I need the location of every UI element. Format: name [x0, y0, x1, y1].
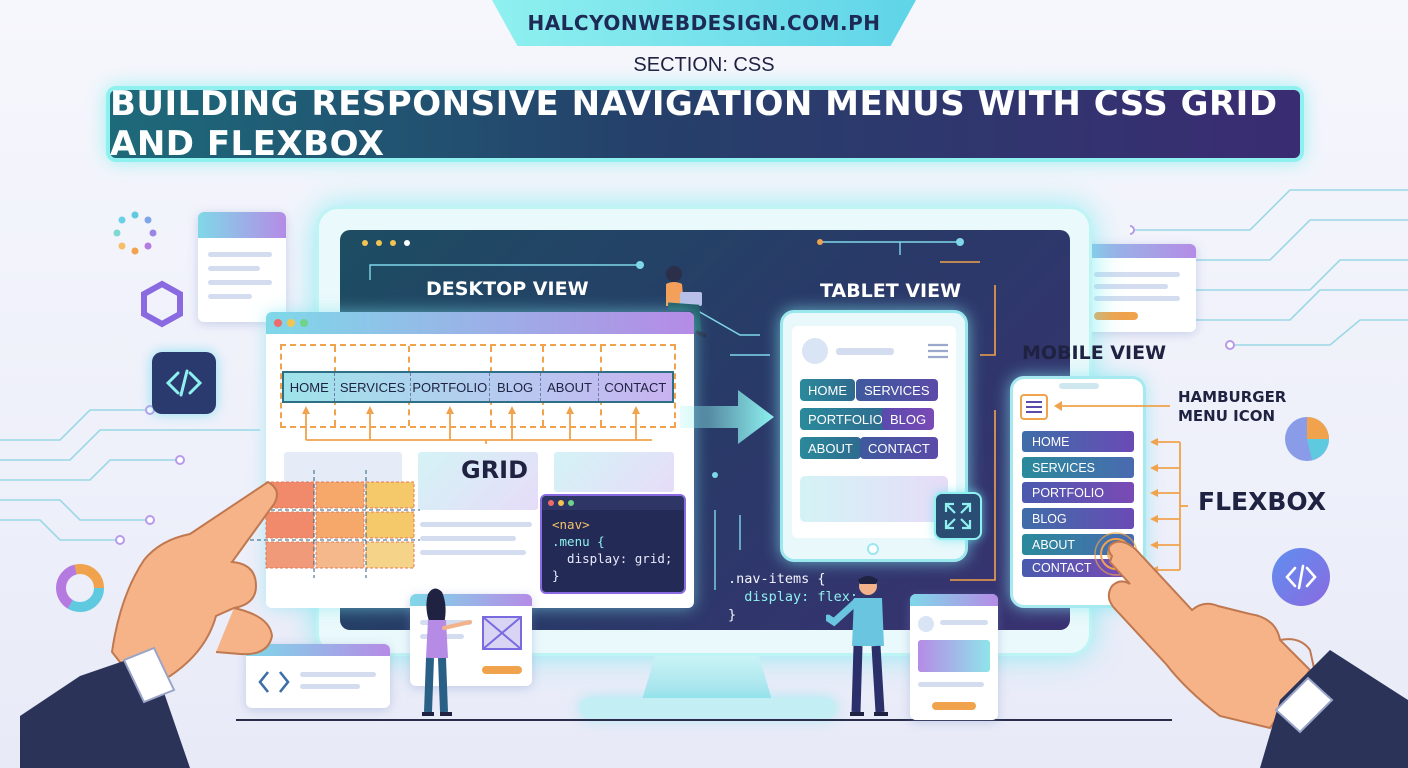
desktop-nav-services[interactable]: SERVICES — [335, 373, 411, 401]
loading-dots-icon — [113, 211, 157, 255]
code-line: display: flex; — [728, 589, 859, 605]
code-line: .nav-items { — [728, 571, 826, 587]
desktop-nav-blog[interactable]: BLOG — [490, 373, 542, 401]
bottom-left-card — [246, 644, 390, 708]
hamburger-label-line2: MENU ICON — [1178, 407, 1276, 425]
code-line: } — [728, 607, 737, 623]
arrow-right-icon — [680, 390, 774, 444]
tablet-nav-contact[interactable]: CONTACT — [860, 437, 938, 459]
desktop-nav-about[interactable]: ABOUT — [541, 373, 599, 401]
code-circle-icon — [1272, 548, 1330, 606]
person-woman-illustration — [422, 588, 472, 716]
monitor-base — [580, 698, 836, 718]
mobile-nav-portfolio[interactable]: PORTFOLIO — [1022, 482, 1134, 503]
desktop-nav-contact[interactable]: CONTACT — [604, 379, 667, 395]
tablet-title-line — [836, 348, 894, 355]
mobile-nav-about[interactable]: ABOUT — [1022, 534, 1134, 555]
hamburger-pointer-arrow — [1054, 401, 1170, 411]
tablet-home-button — [867, 543, 879, 555]
tablet-nav-portfolio[interactable]: PORTFOLIO — [800, 408, 891, 430]
desktop-nav-home[interactable]: HOME — [284, 373, 336, 401]
mobile-view-label: MOBILE VIEW — [1022, 342, 1167, 364]
bottom-phone-card — [910, 594, 998, 720]
page-title: BUILDING RESPONSIVE NAVIGATION MENUS WIT… — [106, 84, 1304, 164]
left-panel-card — [198, 212, 286, 322]
tablet-view-label: TABLET VIEW — [820, 280, 962, 302]
screen-dots — [362, 240, 410, 246]
tablet-content-block — [800, 476, 948, 522]
tablet-nav-home[interactable]: HOME — [800, 379, 855, 401]
grid-tiles-illustration — [250, 470, 420, 578]
left-hand-illustration — [20, 480, 278, 768]
desktop-content-block-2 — [418, 452, 538, 510]
grid-label: GRID — [461, 456, 529, 484]
pie-chart-icon — [1285, 417, 1329, 461]
person-man-illustration — [826, 576, 888, 716]
desktop-window-titlebar — [266, 312, 694, 334]
grid-code-box: <nav> .menu { display: grid; } — [540, 494, 686, 594]
flex-code-snippet: .nav-items { display: flex; } — [728, 570, 858, 624]
mobile-nav-home[interactable]: HOME — [1022, 431, 1134, 452]
text-line — [420, 550, 526, 555]
mobile-nav-blog[interactable]: BLOG — [1022, 508, 1134, 529]
expand-icon[interactable] — [934, 492, 982, 540]
flexbox-label: FLEXBOX — [1198, 487, 1327, 516]
person-laptop-illustration — [666, 266, 707, 338]
hexagon-icon — [141, 280, 183, 328]
code-line: .menu { — [552, 534, 605, 549]
tablet-nav-services[interactable]: SERVICES — [856, 379, 938, 401]
hamburger-label: HAMBURGER MENU ICON — [1178, 388, 1286, 426]
section-label: SECTION: CSS — [633, 54, 775, 76]
mobile-nav-services[interactable]: SERVICES — [1022, 457, 1134, 478]
text-line — [420, 522, 532, 527]
hamburger-label-line1: HAMBURGER — [1178, 388, 1287, 406]
monitor-neck — [642, 656, 772, 700]
code-line: } — [552, 568, 560, 583]
tablet-nav-blog[interactable]: BLOG — [882, 408, 935, 430]
text-line — [420, 536, 516, 541]
circuit-lines-left — [0, 405, 260, 545]
tablet-avatar — [802, 338, 828, 364]
right-hand-illustration — [1107, 540, 1408, 768]
tablet-hamburger-icon[interactable] — [926, 342, 950, 360]
desktop-content-block-3 — [554, 452, 674, 492]
code-line: <nav> — [552, 517, 590, 532]
desktop-nav-bar: HOME SERVICES PORTFOLIO BLOG ABOUT CONTA… — [282, 371, 674, 403]
grid-pointer-arrows — [302, 406, 652, 444]
floor-line — [236, 719, 1172, 721]
hamburger-icon[interactable] — [1020, 394, 1048, 420]
code-line: display: grid; — [552, 551, 673, 566]
code-icon — [152, 352, 216, 414]
desktop-nav-portfolio[interactable]: PORTFOLIO — [411, 373, 490, 401]
tablet-nav-about[interactable]: ABOUT — [800, 437, 861, 459]
domain-tab: HALCYONWEBDESIGN.COM.PH — [492, 0, 916, 46]
donut-chart-icon — [56, 564, 104, 612]
flexbox-pointer-arrows — [1150, 438, 1188, 574]
desktop-view-label: DESKTOP VIEW — [426, 278, 589, 300]
